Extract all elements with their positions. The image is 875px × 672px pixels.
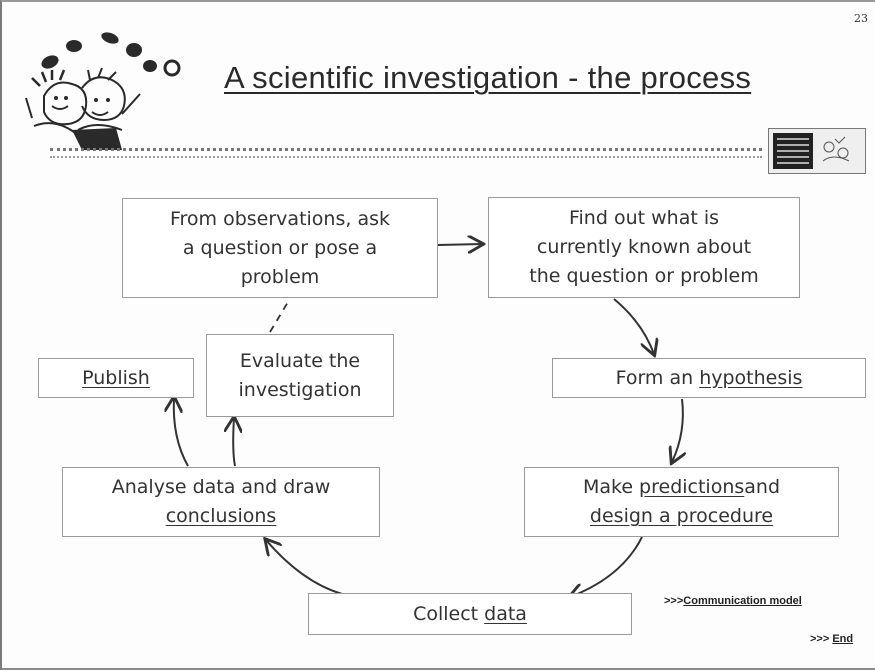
step-find-line2: currently known about	[536, 236, 752, 258]
arrow-analyse-to-publish	[174, 398, 189, 467]
step-predictions-line2: design a procedure	[590, 502, 773, 531]
arrow-hypothesis-to-predictions	[672, 398, 683, 462]
step-collect-prefix: Collect	[413, 602, 485, 625]
predictions-link[interactable]: predictions	[639, 476, 745, 498]
step-evaluate-line2: investigation	[238, 378, 362, 401]
step-publish: Publish	[38, 358, 194, 398]
step-predictions-prefix: Make	[582, 476, 640, 498]
step-predictions-and: and	[744, 476, 781, 498]
arrow-ask-to-find	[437, 244, 482, 245]
step-collect-data: Collect data	[308, 593, 632, 635]
step-analyse: Analyse data and draw conclusions	[62, 467, 380, 537]
step-ask-line3: problem	[240, 265, 320, 288]
step-ask-line2: a question or pose a	[182, 236, 378, 259]
end-prefix: >>>	[810, 633, 833, 645]
navigation-thumbnail[interactable]	[768, 128, 866, 174]
step-hypothesis-prefix: Form an	[615, 366, 700, 389]
juggling-people-clipart	[25, 32, 181, 150]
step-evaluate: Evaluate the investigation	[206, 334, 394, 417]
step-analyse-line2: conclusions	[166, 502, 277, 531]
slide-title: A scientific investigation - the process	[224, 60, 752, 95]
end-nav[interactable]: >>> End	[810, 633, 853, 645]
step-evaluate-line1: Evaluate the	[239, 349, 361, 372]
step-find-out: Find out what is currently known about t…	[488, 197, 800, 298]
arrow-analyse-to-evaluate	[233, 418, 235, 467]
page-number: 23	[854, 12, 868, 25]
dotted-divider	[50, 148, 762, 158]
arrow-collect-to-analyse	[266, 540, 343, 595]
dashed-evaluate-to-ask	[269, 301, 289, 333]
step-collect-text: Collect data	[413, 600, 527, 629]
step-hypothesis-text: Form an hypothesis	[616, 364, 803, 393]
step-find-line1: Find out what is	[568, 207, 719, 229]
publish-link[interactable]: Publish	[82, 366, 150, 389]
thumbnail-icon	[773, 133, 850, 169]
data-link[interactable]: data	[484, 602, 527, 625]
arrow-predictions-to-collect	[570, 536, 643, 597]
design-procedure-link[interactable]: design a procedure	[589, 505, 774, 527]
arrow-find-to-hypothesis	[613, 298, 654, 354]
step-hypothesis: Form an hypothesis	[552, 358, 866, 398]
step-ask-line1: From observations, ask	[169, 207, 390, 230]
step-ask-question: From observations, ask a question or pos…	[122, 198, 438, 298]
step-analyse-line1: Analyse data and draw	[111, 476, 331, 498]
conclusions-link[interactable]: conclusions	[165, 505, 277, 527]
step-find-line3: the question or problem	[529, 265, 759, 287]
hypothesis-link[interactable]: hypothesis	[699, 366, 803, 389]
communication-prefix: >>>	[664, 595, 684, 607]
communication-model-link[interactable]: Communication model	[683, 595, 802, 607]
step-publish-text: Publish	[82, 364, 150, 393]
step-predictions-line1: Make predictionsand	[583, 473, 780, 502]
communication-model-nav[interactable]: >>>Communication model	[664, 595, 802, 607]
end-link[interactable]: End	[832, 633, 854, 645]
step-predictions: Make predictionsand design a procedure	[524, 467, 839, 537]
